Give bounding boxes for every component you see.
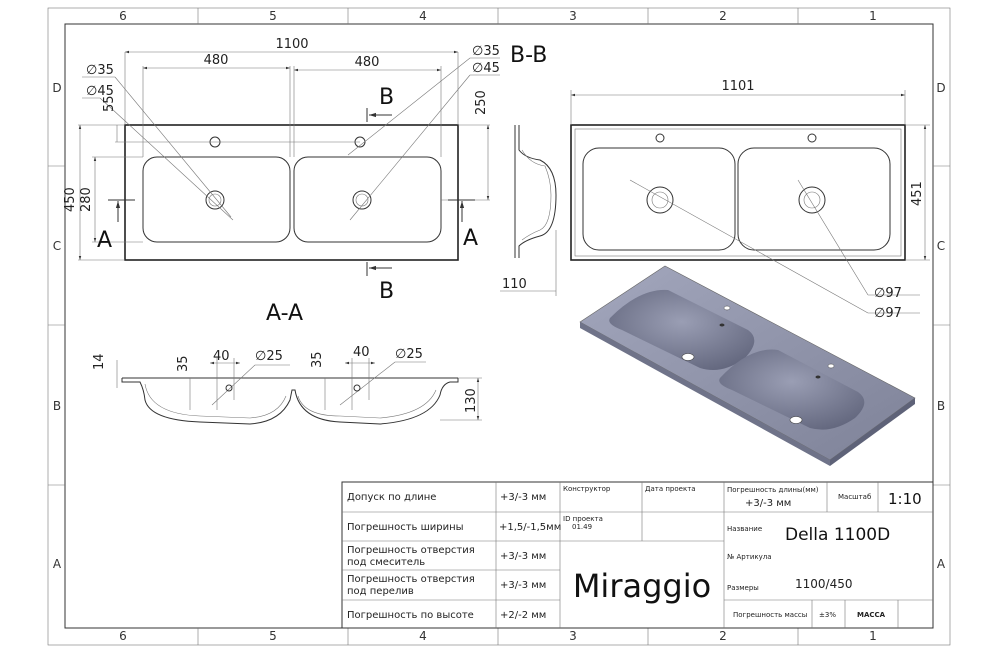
section-bb-title: B-B (510, 43, 547, 68)
tolerance-overflow-hole-label-2: под перелив (347, 586, 414, 597)
tolerance-mixer-hole-label-1: Погрешность отверстия (347, 545, 475, 556)
name-label: Название (727, 525, 762, 533)
dim-280: 280 (79, 187, 94, 212)
zone-col-5-bottom: 5 (269, 629, 277, 643)
mass-tolerance-value: ±3% (819, 611, 836, 619)
right-view: 1101 451 ∅97 ∅97 (570, 79, 930, 321)
dim-overall-length: 1100 (275, 37, 308, 52)
project-id-label: ID проекта (563, 515, 603, 523)
zone-col-1-bottom: 1 (869, 629, 877, 643)
section-a-marker-right: A (463, 226, 478, 251)
project-id: 01.49 (572, 523, 592, 531)
drain-right-97 (798, 186, 826, 214)
tolerance-width-value: +1,5/-1,5мм (499, 522, 561, 533)
product-name: Della 1100D (785, 525, 890, 545)
dim-110: 110 (502, 277, 527, 292)
drain-left (205, 190, 225, 210)
zone-col-1-top: 1 (869, 9, 877, 23)
section-aa: A-A 14 35 40 ∅25 35 40 ∅25 130 (92, 301, 482, 425)
zone-col-3-top: 3 (569, 9, 577, 23)
dim-hole-right-d35: ∅35 (472, 44, 500, 59)
length-tolerance-label: Погрешность длины(мм) (727, 486, 819, 494)
zone-labels: 6 5 4 3 2 1 6 5 4 3 2 1 D C B A D C B A (52, 9, 946, 643)
dim-451: 451 (910, 181, 925, 206)
zone-row-c-left: C (53, 239, 61, 253)
tolerance-width-label: Погрешность ширины (347, 522, 464, 533)
section-bb: B-B 110 (500, 43, 557, 296)
dim-450: 450 (63, 187, 78, 212)
dim-40-left: 40 (213, 349, 230, 364)
zone-row-d-right: D (936, 81, 945, 95)
zone-col-6-bottom: 6 (119, 629, 127, 643)
drawing-frame (47, 7, 951, 646)
section-aa-title: A-A (266, 301, 303, 326)
tolerance-overflow-hole-label-1: Погрешность отверстия (347, 574, 475, 585)
zone-col-4-top: 4 (419, 9, 427, 23)
plan-view: 1100 480 480 ∅35 ∅45 ∅35 ∅45 55 250 450 … (63, 37, 500, 304)
dim-d25-right: ∅25 (395, 347, 423, 362)
zone-col-5-top: 5 (269, 9, 277, 23)
size-value: 1100/450 (795, 577, 853, 591)
section-b-marker-bottom: B (379, 279, 394, 304)
length-tolerance-value: +3/-3 мм (745, 498, 791, 509)
mass-label: МАССА (857, 611, 886, 619)
zone-row-b-left: B (53, 399, 61, 413)
drain-left-97 (646, 186, 674, 214)
sink-3d-render (579, 265, 916, 466)
dim-drain-d97-2: ∅97 (874, 306, 902, 321)
article-label: № Артикула (727, 553, 772, 561)
designer-label: Конструктор (563, 485, 611, 493)
zone-row-d-left: D (52, 81, 61, 95)
dim-hole-left-d45: ∅45 (86, 84, 114, 99)
zone-row-a-right: A (937, 557, 946, 571)
dim-basin-left: 480 (204, 53, 229, 68)
tolerance-length-value: +3/-3 мм (500, 492, 546, 503)
section-b-marker-top: B (379, 85, 394, 110)
mass-tolerance-label: Погрешность массы (733, 611, 807, 619)
zone-row-b-right: B (937, 399, 945, 413)
zone-col-4-bottom: 4 (419, 629, 427, 643)
dim-d25-left: ∅25 (255, 349, 283, 364)
tolerance-mixer-hole-value: +3/-3 мм (500, 551, 546, 562)
project-date-label: Дата проекта (645, 485, 696, 493)
dim-250: 250 (474, 90, 489, 115)
dim-1101: 1101 (721, 79, 754, 94)
zone-row-a-left: A (53, 557, 62, 571)
title-block: Допуск по длине +3/-3 мм Погрешность шир… (341, 481, 934, 629)
tolerance-overflow-hole-value: +3/-3 мм (500, 580, 546, 591)
dim-14: 14 (92, 353, 107, 370)
zone-col-6-top: 6 (119, 9, 127, 23)
dim-drain-d97-1: ∅97 (874, 286, 902, 301)
dim-55: 55 (102, 95, 117, 112)
drain-right (352, 190, 372, 210)
tolerance-length-label: Допуск по длине (347, 492, 436, 503)
zone-col-3-bottom: 3 (569, 629, 577, 643)
dim-35-right: 35 (310, 351, 325, 368)
scale-label: Масштаб (838, 493, 871, 501)
dim-hole-left-d35: ∅35 (86, 63, 114, 78)
size-label: Размеры (727, 584, 759, 592)
dim-basin-right: 480 (355, 55, 380, 70)
section-a-marker-left: A (97, 228, 112, 253)
zone-col-2-top: 2 (719, 9, 727, 23)
zone-row-c-right: C (937, 239, 945, 253)
dim-130: 130 (464, 388, 479, 413)
dim-40-right: 40 (353, 345, 370, 360)
tolerance-height-value: +2/-2 мм (500, 610, 546, 621)
brand-logo: Miraggio (573, 567, 711, 605)
tolerance-mixer-hole-label-2: под смеситель (347, 557, 425, 568)
zone-col-2-bottom: 2 (719, 629, 727, 643)
dim-hole-right-d45: ∅45 (472, 61, 500, 76)
scale-value: 1:10 (888, 490, 922, 508)
tolerance-height-label: Погрешность по высоте (347, 610, 474, 621)
dim-35-left: 35 (176, 355, 191, 372)
